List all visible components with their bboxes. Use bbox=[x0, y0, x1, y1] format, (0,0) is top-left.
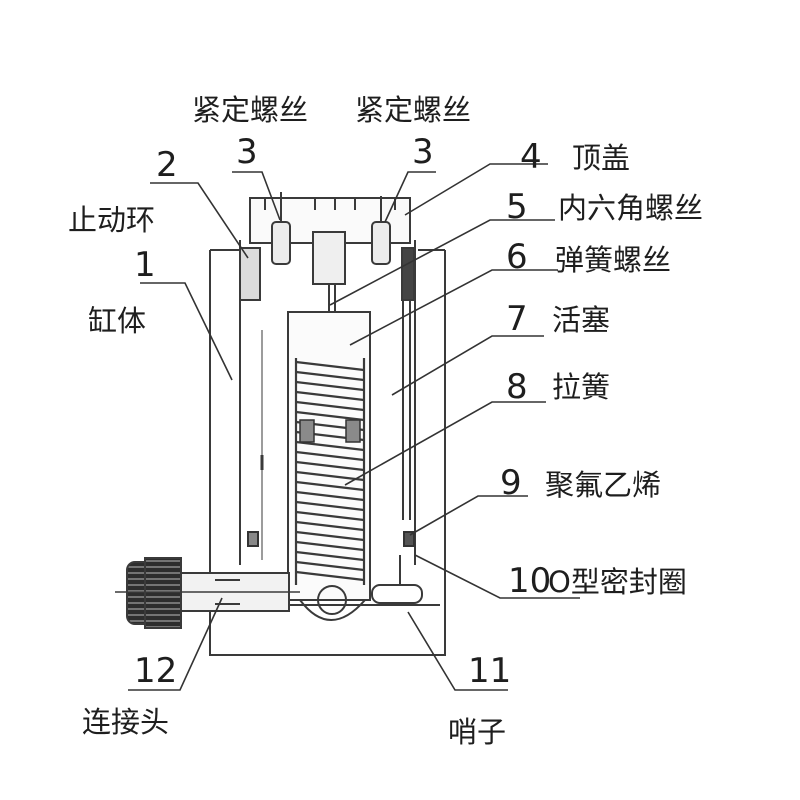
spring-screw bbox=[299, 419, 361, 443]
connector bbox=[115, 557, 300, 629]
leader-6 bbox=[349, 269, 558, 346]
leader-2 bbox=[150, 182, 249, 259]
set-screw-right bbox=[371, 196, 391, 265]
number-3-left: 3 bbox=[236, 132, 258, 172]
label-set-screw-left: 紧定螺丝 bbox=[192, 93, 309, 127]
number-8: 8 bbox=[506, 367, 528, 407]
label-whistle: 哨子 bbox=[448, 715, 507, 749]
leader-3-right bbox=[384, 171, 436, 223]
label-hex-socket-screw: 内六角螺丝 bbox=[558, 191, 704, 225]
label-spring-screw: 弹簧螺丝 bbox=[555, 243, 672, 277]
label-connector: 连接头 bbox=[82, 705, 170, 739]
stop-ring bbox=[239, 247, 415, 301]
leader-lines bbox=[128, 163, 580, 691]
label-piston: 活塞 bbox=[552, 303, 611, 337]
ptfe-strip bbox=[402, 300, 411, 520]
tension-spring bbox=[294, 358, 366, 585]
leader-1 bbox=[140, 282, 233, 381]
number-7: 7 bbox=[506, 299, 528, 339]
number-12: 12 bbox=[134, 651, 178, 691]
leader-11 bbox=[407, 611, 508, 691]
label-top-cover: 顶盖 bbox=[572, 141, 631, 175]
leader-5 bbox=[329, 219, 555, 306]
number-4: 4 bbox=[520, 137, 542, 177]
number-3-right: 3 bbox=[412, 132, 434, 172]
set-screw-left bbox=[271, 192, 291, 265]
number-2: 2 bbox=[156, 145, 178, 185]
leader-12 bbox=[128, 597, 223, 691]
label-cylinder-body: 缸体 bbox=[88, 304, 147, 338]
label-tension-spring: 拉簧 bbox=[552, 370, 611, 404]
number-6: 6 bbox=[506, 237, 528, 277]
number-9: 9 bbox=[500, 463, 522, 503]
label-set-screw-right: 紧定螺丝 bbox=[355, 93, 472, 127]
hex-socket-screw bbox=[312, 231, 346, 312]
number-1: 1 bbox=[134, 245, 156, 285]
number-10: 10 bbox=[508, 561, 552, 601]
whistle bbox=[299, 555, 423, 621]
leader-9 bbox=[409, 495, 528, 536]
number-5: 5 bbox=[506, 187, 528, 227]
number-11: 11 bbox=[468, 651, 512, 691]
o-ring-seal bbox=[247, 531, 415, 547]
leader-7 bbox=[391, 335, 544, 396]
label-stop-ring: 止动环 bbox=[68, 203, 156, 237]
label-o-ring: O型密封圈 bbox=[548, 565, 687, 599]
leader-4 bbox=[404, 163, 548, 216]
leader-8 bbox=[344, 401, 546, 486]
label-ptfe: 聚氟乙烯 bbox=[545, 468, 662, 502]
leader-10 bbox=[414, 554, 580, 599]
leader-3-left bbox=[232, 171, 281, 221]
